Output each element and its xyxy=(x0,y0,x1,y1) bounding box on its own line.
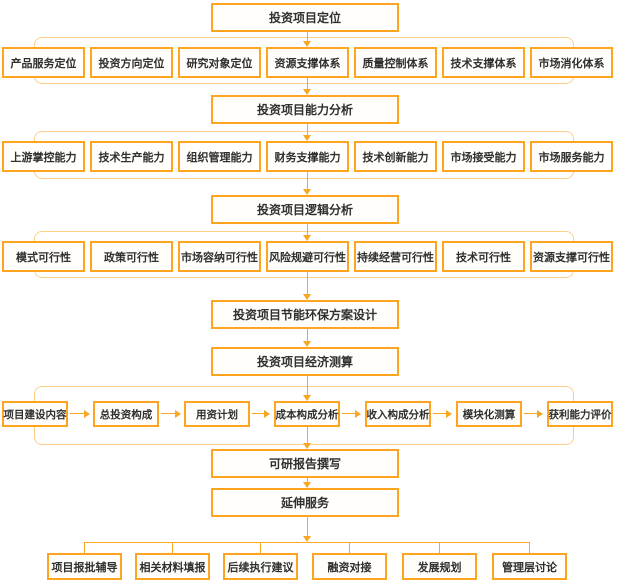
flow-node: 产品服务定位 xyxy=(2,47,85,78)
flow-node: 技术创新能力 xyxy=(354,141,437,172)
flow-node: 相关材料填报 xyxy=(135,553,210,580)
flow-node: 资源支撑可行性 xyxy=(530,241,613,272)
step-connector xyxy=(524,413,537,414)
step-connector xyxy=(342,413,355,414)
down-arrowhead-icon xyxy=(303,536,311,542)
down-connector xyxy=(307,517,308,536)
down-arrowhead-icon xyxy=(303,41,311,47)
flow-node: 管理层讨论 xyxy=(492,553,567,580)
flow-node: 资源支撑体系 xyxy=(266,47,349,78)
down-arrowhead-icon xyxy=(303,89,311,95)
flow-node: 研究对象定位 xyxy=(178,47,261,78)
right-arrowhead-icon xyxy=(264,410,270,418)
down-arrowhead-icon xyxy=(303,189,311,195)
down-connector xyxy=(307,478,308,482)
flow-node: 后续执行建议 xyxy=(223,553,298,580)
down-connector xyxy=(307,376,308,395)
right-arrowhead-icon xyxy=(537,410,543,418)
flow-node: 持续经营可行性 xyxy=(354,241,437,272)
flow-node: 融资对接 xyxy=(312,553,387,580)
tree-stub xyxy=(260,542,261,553)
flow-node: 市场容纳可行性 xyxy=(178,241,261,272)
flow-node: 模块化测算 xyxy=(456,401,522,427)
down-connector xyxy=(307,427,308,443)
flow-node: 技术支撑体系 xyxy=(442,47,525,78)
right-arrowhead-icon xyxy=(84,410,90,418)
down-arrowhead-icon xyxy=(303,395,311,401)
down-connector xyxy=(307,272,308,294)
tree-stub xyxy=(349,542,350,553)
down-connector xyxy=(307,124,308,135)
right-arrowhead-icon xyxy=(446,410,452,418)
flow-node: 财务支撑能力 xyxy=(266,141,349,172)
flow-node: 项目报批辅导 xyxy=(47,553,122,580)
node-extended-services: 延伸服务 xyxy=(211,488,399,517)
down-arrowhead-icon xyxy=(303,294,311,300)
down-arrowhead-icon xyxy=(303,443,311,449)
tree-stub xyxy=(172,542,173,553)
flow-node: 上游掌控能力 xyxy=(2,141,85,172)
flow-node: 市场消化体系 xyxy=(530,47,613,78)
flow-node: 投资方向定位 xyxy=(90,47,173,78)
tree-stub xyxy=(529,542,530,553)
flow-node: 发展规划 xyxy=(402,553,477,580)
node-energy-env-design: 投资项目节能环保方案设计 xyxy=(211,300,399,329)
node-feasibility-report: 可研报告撰写 xyxy=(211,449,399,478)
node-project-positioning: 投资项目定位 xyxy=(211,3,399,32)
step-connector xyxy=(433,413,446,414)
flow-node: 政策可行性 xyxy=(90,241,173,272)
flow-node: 成本构成分析 xyxy=(274,401,340,427)
flow-node: 市场接受能力 xyxy=(442,141,525,172)
step-connector xyxy=(70,413,84,414)
down-connector xyxy=(307,31,308,41)
down-connector xyxy=(307,78,308,89)
tree-stub xyxy=(439,542,440,553)
tree-line xyxy=(84,542,530,543)
flow-node: 用资计划 xyxy=(184,401,250,427)
down-connector xyxy=(307,224,308,235)
down-arrowhead-icon xyxy=(303,135,311,141)
node-logic-analysis: 投资项目逻辑分析 xyxy=(211,195,399,224)
down-connector xyxy=(307,172,308,189)
right-arrowhead-icon xyxy=(355,410,361,418)
flow-node: 获利能力评价 xyxy=(547,401,613,427)
tree-stub xyxy=(84,542,85,553)
step-connector xyxy=(252,413,264,414)
flow-node: 项目建设内容 xyxy=(2,401,68,427)
flow-node: 市场服务能力 xyxy=(530,141,613,172)
down-arrowhead-icon xyxy=(303,341,311,347)
flow-node: 收入构成分析 xyxy=(365,401,431,427)
flow-node: 风险规避可行性 xyxy=(266,241,349,272)
down-arrowhead-icon xyxy=(303,482,311,488)
down-connector xyxy=(307,329,308,341)
down-arrowhead-icon xyxy=(303,235,311,241)
flow-node: 技术生产能力 xyxy=(90,141,173,172)
step-connector xyxy=(161,413,175,414)
right-arrowhead-icon xyxy=(175,410,181,418)
flow-node: 组织管理能力 xyxy=(178,141,261,172)
flow-node: 模式可行性 xyxy=(2,241,85,272)
node-capability-analysis: 投资项目能力分析 xyxy=(211,95,399,124)
flow-node: 质量控制体系 xyxy=(354,47,437,78)
node-economic-calculation: 投资项目经济测算 xyxy=(211,347,399,376)
flow-node: 总投资构成 xyxy=(93,401,159,427)
flow-node: 技术可行性 xyxy=(442,241,525,272)
